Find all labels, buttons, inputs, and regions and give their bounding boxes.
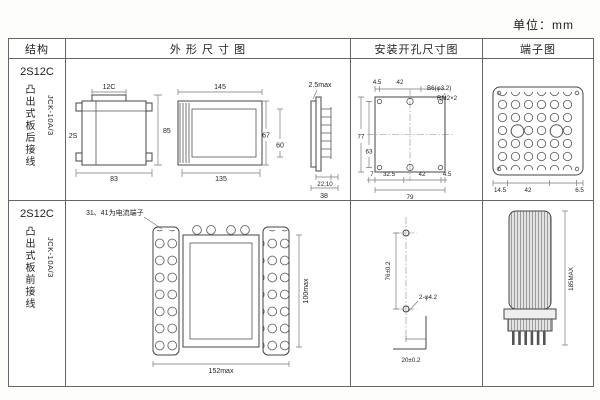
dim-term-2: 42: [525, 187, 532, 194]
row1-model: 2S12C: [20, 66, 54, 78]
header-outline: 外 形 尺 寸 图: [66, 39, 351, 59]
screw-spec: RM2×2: [437, 95, 458, 102]
row1-terminal-cell: 14.5 42 6.5: [483, 59, 593, 201]
dim-term-3: 6.5: [575, 187, 584, 194]
dim-12c: 12C: [103, 84, 116, 91]
dim-76: 76±0.2: [385, 261, 392, 280]
dim-bottom-total: 79: [407, 194, 414, 200]
dim-bottom-2: 32.5: [383, 171, 396, 178]
header-structure: 结构: [9, 39, 66, 59]
row2-outline-cell: 31、41为电流端子 152max 100max: [66, 201, 351, 386]
row2-model-code: JCK-10A/3: [46, 237, 55, 278]
dim-60: 60: [276, 143, 284, 150]
dim-bottom-3: 42: [419, 171, 426, 178]
mounting-drawing-rear-wiring: 4.5 42 B6(φ3.2) RM2×2 77 63 7 32.5 42 4.…: [358, 79, 458, 200]
row1-structure-cell: 2S12C 凸出式板后接线 JCK-10A/3: [9, 59, 66, 201]
terminal-diagram-rear-wiring: 14.5 42 6.5: [492, 86, 584, 194]
hole-spec: B6(φ3.2): [427, 85, 451, 92]
row1-mounting-cell: 4.5 42 B6(φ3.2) RM2×2 77 63 7 32.5 42 4.…: [351, 59, 483, 201]
front-view: 12C 2S 83 85: [69, 84, 171, 183]
drawing-table: 结构 外 形 尺 寸 图 安装开孔尺寸图 端子图 2S12C 凸出式板后接线 J…: [8, 38, 594, 387]
row2-mounting-cell: 76±0.2 2-φ4.2 20±0.2: [351, 201, 483, 386]
header-mounting: 安装开孔尺寸图: [351, 39, 483, 59]
outline-drawing-rear-wiring: 12C 2S 83 85 145 135 67 60 2.5max: [69, 82, 339, 200]
dim-left-inner: 63: [366, 149, 373, 156]
dim-152max: 152max: [209, 368, 234, 375]
dim-term-1: 14.5: [494, 187, 507, 194]
dim-145: 145: [214, 84, 226, 91]
dim-185max: 185MAX: [568, 267, 575, 291]
row1-outline-cell: 12C 2S 83 85 145 135 67 60 2.5max: [66, 59, 351, 201]
terminal-studs: [512, 331, 546, 345]
dim-depths: 22,10: [317, 181, 333, 188]
dim-bottom-1: 7: [370, 171, 374, 178]
row1-model-code: JCK-10A/3: [46, 95, 55, 136]
dim-83: 83: [110, 176, 118, 183]
terminal-profile-front-wiring: 185MAX: [503, 210, 575, 346]
header-terminal: 端子图: [483, 39, 593, 59]
current-terminal-note: 31、41为电流端子: [86, 208, 144, 217]
row1-mount-type: 凸出式板后接线: [23, 84, 34, 168]
dim-top-offset: 4.5: [373, 79, 382, 86]
row2-mount-type: 凸出式板前接线: [23, 226, 34, 310]
outline-drawing-front-wiring: 31、41为电流端子 152max 100max: [86, 208, 310, 375]
unit-label: 单位：mm: [513, 18, 574, 32]
row2-model: 2S12C: [20, 208, 54, 220]
dim-top-span: 42: [397, 79, 404, 86]
dim-100max: 100max: [303, 278, 310, 303]
panel-section-view: 2.5max 22,10 38: [309, 82, 339, 200]
dim-135: 135: [215, 176, 227, 183]
dim-depth-total: 38: [320, 193, 328, 200]
row2-structure-cell: 2S12C 凸出式板前接线 JCK-10A/3: [9, 201, 66, 386]
dim-67: 67: [262, 133, 270, 140]
dim-flange: 2.5max: [309, 82, 332, 89]
mounting-drawing-front-wiring: 76±0.2 2-φ4.2 20±0.2: [385, 217, 438, 364]
dim-2s: 2S: [69, 133, 78, 140]
dim-bottom-4: 4.5: [443, 171, 452, 178]
hole-diameter-label: 2-φ4.2: [419, 294, 438, 301]
dim-85: 85: [163, 128, 171, 135]
row2-terminal-cell: 185MAX: [483, 201, 593, 386]
dim-20: 20±0.2: [402, 357, 421, 364]
side-view: 145 135 67 60: [177, 84, 284, 183]
dim-left-outer: 77: [358, 134, 365, 141]
